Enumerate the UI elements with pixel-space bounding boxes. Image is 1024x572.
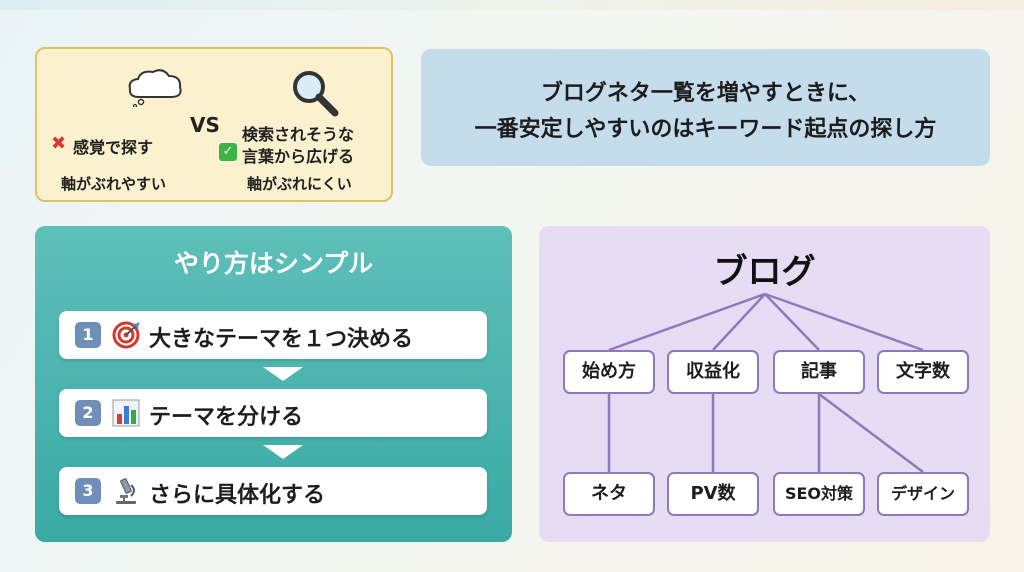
vs-label: VS [190, 113, 220, 137]
tree-node-level1: 文字数 [877, 350, 969, 394]
step-1: 1 大きなテーマを１つ決める [59, 311, 487, 359]
top-strip [0, 0, 1024, 10]
comparison-panel: ✖ 感覚で探す 軸がぶれやすい VS 検索されそうな ✓ 言葉から広げる 軸がぶ… [35, 47, 393, 202]
step-number: 2 [75, 400, 101, 426]
tree-node-level1: 始め方 [563, 350, 655, 394]
thought-cloud-icon [128, 69, 182, 107]
left-label: 感覚で探す [73, 138, 154, 157]
tree-node-level2: SEO対策 [773, 472, 865, 516]
step-label: 大きなテーマを１つ決める [149, 327, 414, 352]
tree-node-level2: デザイン [877, 472, 969, 516]
bar-chart-icon [112, 399, 140, 427]
title-line-2: 一番安定しやすいのはキーワード起点の探し方 [474, 117, 937, 142]
magnifier-icon [293, 71, 339, 117]
right-sub: 軸がぶれにくい [247, 175, 352, 193]
right-label-2: 言葉から広げる [242, 147, 355, 166]
step-arrow [263, 367, 303, 381]
steps-heading: やり方はシンプル [173, 249, 374, 278]
right-label-1: 検索されそうな [242, 125, 355, 144]
steps-panel: やり方はシンプル 1 大きなテーマを１つ決める 2 テーマを分ける 3 [35, 226, 512, 542]
step-2: 2 テーマを分ける [59, 389, 487, 437]
check-icon: ✓ [219, 143, 237, 161]
title-panel: ブログネタ一覧を増やすときに、 一番安定しやすいのはキーワード起点の探し方 [421, 49, 990, 166]
microscope-icon [116, 478, 136, 504]
target-icon [112, 321, 140, 349]
cross-icon: ✖ [51, 133, 67, 154]
tree-node-level1: 収益化 [667, 350, 759, 394]
tree-node-level1: 記事 [773, 350, 865, 394]
keyword-tree-panel: ブログ 始め方 収益化 記事 文字数 ネタ PV数 SEO対策 デザイン [539, 226, 990, 542]
left-sub: 軸がぶれやすい [61, 175, 167, 193]
step-label: さらに具体化する [149, 483, 326, 508]
title-line-1: ブログネタ一覧を増やすときに、 [540, 81, 871, 106]
tree-node-level2: PV数 [667, 472, 759, 516]
tree-node-level2: ネタ [563, 472, 655, 516]
step-number: 3 [75, 478, 101, 504]
step-number: 1 [75, 322, 101, 348]
tree-root: ブログ [713, 252, 816, 292]
tree-connector-lines [607, 292, 924, 473]
step-label: テーマを分ける [149, 405, 304, 430]
step-arrow [263, 445, 303, 459]
step-3: 3 さらに具体化する [59, 467, 487, 515]
